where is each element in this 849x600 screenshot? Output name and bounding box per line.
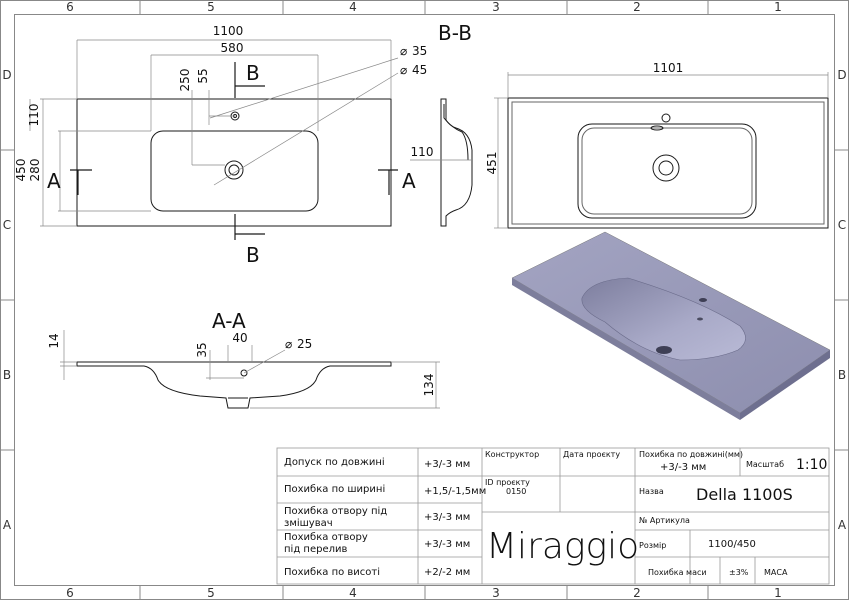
title-block-text: Допуск по довжині +3/-3 мм Похибка по ши… [284, 450, 827, 578]
zone-row-a-right: A [838, 518, 847, 532]
name-value: Della 1100S [696, 485, 793, 504]
dim-134: 134 [422, 374, 436, 397]
section-aa-profile [60, 330, 440, 409]
dim-dia-25: 25 [297, 337, 312, 351]
dia-symbol-45: ⌀ [400, 63, 407, 77]
drain-hole [224, 160, 244, 180]
tol-width-label: Похибка по ширині [284, 483, 385, 495]
zone-col-4-bottom: 4 [349, 586, 357, 600]
tol-length-label: Допуск по довжині [284, 456, 385, 468]
tol-mixer-label-2: змішувач [284, 517, 333, 529]
zone-row-b-right: B [838, 368, 846, 382]
zone-row-b: B [3, 368, 11, 382]
zone-col-1: 1 [774, 0, 782, 14]
cut-label-b-top: B [246, 61, 260, 85]
zone-col-3: 3 [492, 0, 500, 14]
zone-col-6: 6 [66, 0, 74, 14]
dim-40: 40 [232, 331, 247, 345]
name-label: Назва [639, 487, 664, 496]
zone-col-3-bottom: 3 [492, 586, 500, 600]
zone-row-a: A [3, 518, 12, 532]
mass-tol-label: Похибка маси [648, 568, 707, 577]
cut-label-b-bottom: B [246, 243, 260, 267]
zone-col-6-bottom: 6 [66, 586, 74, 600]
dim-1101: 1101 [653, 61, 684, 75]
section-bb-profile [410, 98, 473, 227]
length-tol-value: +3/-3 мм [660, 462, 706, 473]
tol-overflow-value: +3/-3 мм [424, 539, 470, 550]
dim-side-110: 110 [411, 145, 434, 159]
top-view [29, 39, 399, 240]
dim-1100: 1100 [213, 24, 244, 38]
date-label: Дата проєкту [563, 450, 620, 459]
tol-mixer-label: Похибка отвору під [284, 505, 387, 517]
mass-label: МАСА [764, 568, 788, 577]
isometric-sink-render [511, 231, 831, 420]
title-block-grid [276, 447, 830, 585]
dim-451: 451 [485, 152, 499, 175]
zone-col-2: 2 [633, 0, 641, 14]
tol-overflow-label-2: під перелив [284, 543, 347, 555]
tol-width-value: +1,5/-1,5мм [424, 486, 486, 497]
zone-row-d: D [2, 68, 11, 82]
dim-35: 35 [195, 342, 209, 357]
section-label-aa: A-A [212, 309, 246, 333]
brand-logo: Miraggio [486, 526, 639, 567]
dim-14: 14 [47, 333, 61, 348]
dim-dia-45: 45 [412, 63, 427, 77]
length-tol-label: Похибка по довжині(мм) [639, 450, 743, 459]
cut-label-a-left: A [47, 169, 61, 193]
dim-55: 55 [196, 68, 210, 83]
tol-overflow-label: Похибка отвору [284, 532, 368, 543]
zone-col-2-bottom: 2 [633, 586, 641, 600]
zone-row-d-right: D [837, 68, 846, 82]
scale-label: Масштаб [746, 460, 784, 469]
top-view-outline [76, 98, 392, 227]
zone-col-5-bottom: 5 [207, 586, 215, 600]
dim-250: 250 [178, 69, 192, 92]
tol-length-value: +3/-3 мм [424, 459, 470, 470]
tol-height-value: +2/-2 мм [424, 567, 470, 578]
section-label-bb: B-B [438, 21, 472, 45]
section-aa-dimensions: A-A 14 35 40 ⌀ 25 134 [47, 309, 436, 396]
dia-symbol-35: ⌀ [400, 44, 407, 58]
cut-label-a-right: A [402, 169, 416, 193]
top-view-bowl [150, 130, 319, 212]
dim-450: 450 [14, 159, 28, 182]
right-top-view [494, 72, 829, 229]
scale-value: 1:10 [796, 457, 827, 473]
designer-label: Конструктор [485, 450, 539, 459]
top-view-dimensions: 1100 580 250 55 110 450 280 ⌀ 35 ⌀ 45 B-… [14, 21, 472, 267]
dim-580: 580 [221, 41, 244, 55]
dim-110-left: 110 [27, 104, 41, 127]
dim-dia-35: 35 [412, 44, 427, 58]
project-id-label: ID проєкту [485, 478, 530, 487]
zone-col-4: 4 [349, 0, 357, 14]
article-label: № Артикула [639, 516, 690, 525]
dia-symbol-25: ⌀ [285, 337, 292, 351]
dim-280: 280 [28, 159, 42, 182]
tol-height-label: Похибка по висоті [284, 566, 380, 578]
project-id-value: 0150 [506, 487, 526, 496]
size-value: 1100/450 [708, 539, 756, 550]
zone-row-c: C [3, 218, 11, 232]
size-label: Розмір [639, 541, 666, 550]
mass-tol-value: ±3% [729, 568, 749, 577]
zone-col-1-bottom: 1 [774, 586, 782, 600]
zone-col-5: 5 [207, 0, 215, 14]
tol-mixer-value: +3/-3 мм [424, 512, 470, 523]
zone-row-c-right: C [838, 218, 846, 232]
